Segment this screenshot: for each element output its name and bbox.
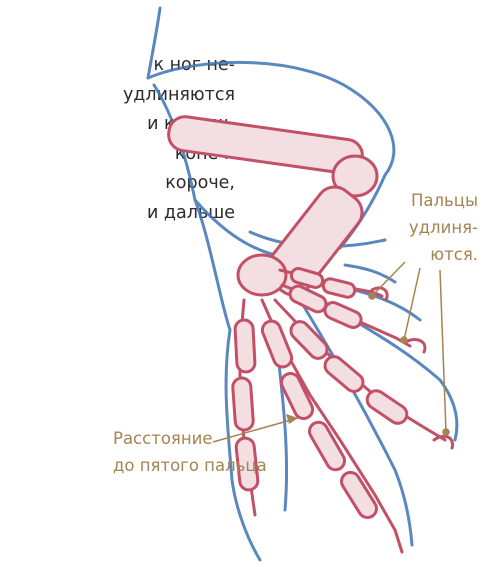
annotation-line: до пятого пальца bbox=[113, 452, 267, 479]
annotation-line: Расстояние bbox=[113, 425, 267, 452]
leader-line-toe-3 bbox=[440, 270, 446, 432]
leader-line-toe-2 bbox=[404, 268, 420, 340]
annotation-line: Пальцы bbox=[409, 187, 478, 214]
bone-structure bbox=[167, 115, 453, 552]
annotation-line: ются. bbox=[409, 241, 478, 268]
foot-base bbox=[238, 255, 286, 295]
annotation-fingers: Пальцы удлиня- ются. bbox=[409, 187, 478, 268]
leader-line-toe-1 bbox=[372, 262, 405, 296]
annotation-distance: Расстояние до пятого пальца bbox=[113, 425, 267, 479]
annotation-line: удлиня- bbox=[409, 214, 478, 241]
